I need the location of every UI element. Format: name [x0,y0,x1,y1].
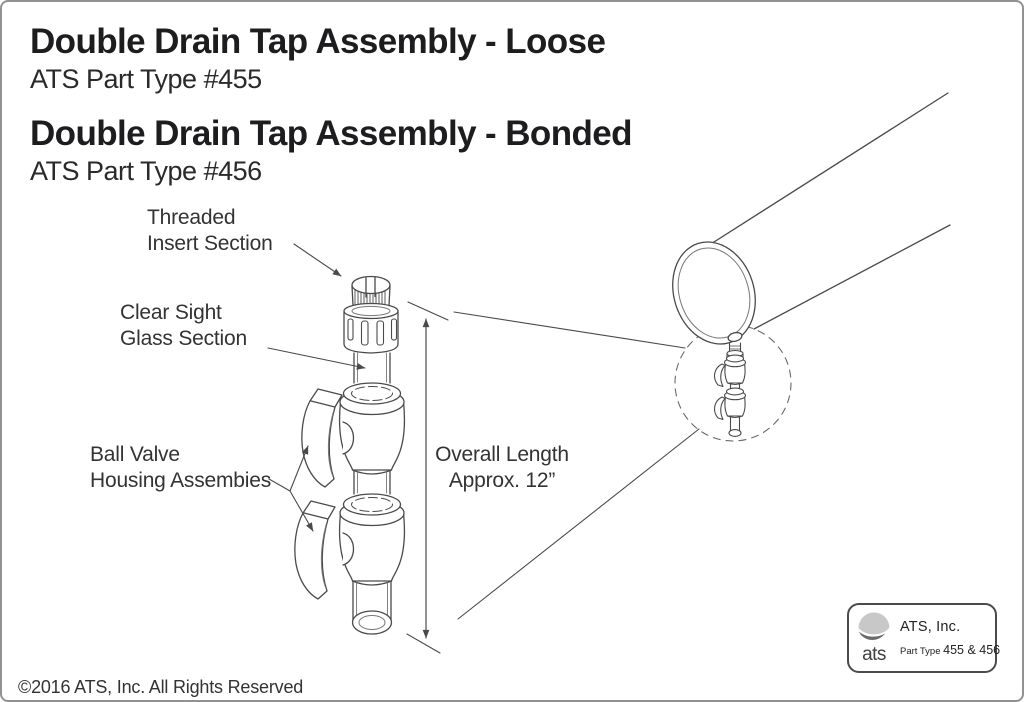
logo-part-type-label: Part Type [900,646,941,657]
bottom-tube-drawing [351,580,393,635]
copyright-text: ©2016 ATS, Inc. All Rights Reserved [18,677,304,697]
ats-logo-text: ats [862,644,886,665]
ats-logo: ats [858,612,890,664]
title-loose: Double Drain Tap Assembly - Loose [30,22,606,61]
valve-handle-1-drawing [301,388,343,488]
ball-valve-arrow-1 [289,445,309,492]
logo-company-name: ATS, Inc. [900,619,961,635]
pipe-drawing [672,92,951,345]
part-type-455: ATS Part Type #455 [30,64,262,94]
logo-part-type-value: 455 & 456 [943,643,1001,657]
label-overall-length: Overall Length Approx. 12” [435,443,569,492]
label-clear-sight: Clear Sight Glass Section [120,301,247,350]
pipe-drain-hole [727,331,743,343]
detail-projection-lines [453,311,700,620]
pipe-detail-assembly-drawing [713,342,747,437]
ball-valve-leader [268,478,291,492]
label-ball-valve: Ball Valve Housing Assembies [90,443,272,492]
drain-tap-assembly-drawing [294,275,406,635]
ball-valve-housing-2-drawing [338,493,406,586]
threaded-insert-arrow [293,243,342,277]
title-bonded: Double Drain Tap Assembly - Bonded [30,114,633,153]
logo-part-type: Part Type 455 & 456 [900,643,1000,657]
ats-logo-icon [858,612,890,644]
ball-valve-housing-1-drawing [338,382,406,475]
sight-glass-drawing [353,352,391,384]
ball-valve-arrow-2 [289,490,314,532]
valve-handle-2-drawing [294,500,336,600]
collar-drawing [343,302,399,354]
ats-logo-box: ats ATS, Inc. Part Type 455 & 456 [847,603,1000,673]
mid-tube-drawing [353,470,391,495]
part-type-456: ATS Part Type #456 [30,156,262,186]
label-leader-arrows [267,243,366,532]
overall-length-dimension [406,301,449,654]
clear-sight-arrow [267,347,366,370]
label-threaded-insert: Threaded Insert Section [147,206,273,255]
